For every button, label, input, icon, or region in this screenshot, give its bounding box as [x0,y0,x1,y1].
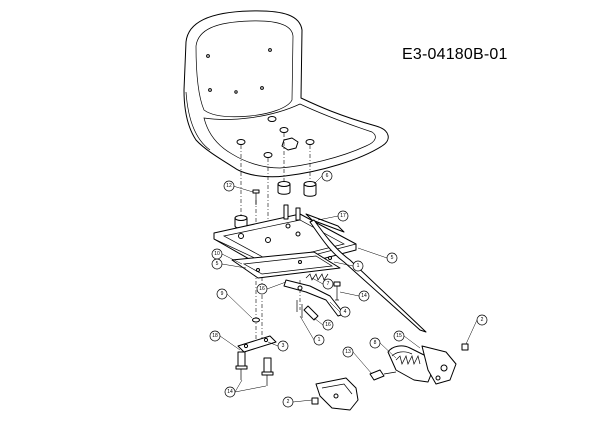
svg-text:16: 16 [259,286,265,292]
callout-8: 8 [369,337,381,349]
callout-14-rail: 14 [358,290,370,302]
callout-6: 6 [321,170,333,182]
callouts: 12 6 17 5 10 5 1 7 16 14 9 4 16 1 18 3 1… [209,170,488,408]
mount-a [277,181,291,195]
callout-5-right: 5 [386,252,398,264]
callout-12: 12 [223,180,235,192]
plate-3 [237,335,277,353]
callout-2-right: 2 [476,314,488,326]
callout-17: 17 [337,210,349,222]
svg-text:8: 8 [374,340,377,346]
callout-1-bottom: 1 [313,334,325,346]
leader-lines [219,175,478,403]
callout-13: 13 [342,346,354,358]
callout-16-right: 16 [322,319,334,331]
svg-text:14: 14 [227,389,233,395]
callout-10: 10 [211,248,223,260]
spring-7 [305,273,329,281]
svg-text:2: 2 [481,317,484,323]
callout-5-left: 5 [211,258,223,270]
drawing-number: E3-04180B-01 [402,46,508,63]
svg-text:13: 13 [345,349,351,355]
screw-12 [252,189,260,205]
svg-text:2: 2 [287,399,290,405]
svg-text:14: 14 [361,293,367,299]
svg-text:4: 4 [344,309,347,315]
svg-text:18: 18 [212,333,218,339]
svg-text:5: 5 [391,255,394,261]
callout-15: 15 [393,330,405,342]
svg-text:6: 6 [326,173,329,179]
svg-text:5: 5 [216,261,219,267]
svg-text:15: 15 [396,333,402,339]
bolt-14 [333,281,341,301]
washer-9 [252,317,260,323]
svg-text:3: 3 [282,343,285,349]
callout-1-right: 1 [352,260,364,272]
callout-3: 3 [277,340,289,352]
callout-18: 18 [209,330,221,342]
callout-14-bottom: 14 [224,386,236,398]
callout-16-left: 16 [256,283,268,295]
svg-text:16: 16 [325,322,331,328]
sliding-channel [231,251,341,279]
callout-4: 4 [339,306,351,318]
seat [183,10,389,178]
pins-16 [296,300,319,321]
adjustment-rail [305,213,427,333]
svg-text:1: 1 [357,263,360,269]
lever [283,279,345,317]
adjuster-knob [387,343,469,385]
svg-text:12: 12 [226,183,232,189]
stud-bolts-14 [235,351,274,386]
callout-2-bottom: 2 [282,396,294,408]
callout-7: 7 [322,278,334,290]
svg-text:7: 7 [327,281,330,287]
callout-9: 9 [216,288,228,300]
lower-bracket [311,377,359,411]
svg-text:17: 17 [340,213,346,219]
bolt-13 [369,369,397,381]
svg-text:1: 1 [318,337,321,343]
svg-text:9: 9 [221,291,224,297]
mount-b [303,181,317,197]
svg-text:10: 10 [214,251,220,257]
